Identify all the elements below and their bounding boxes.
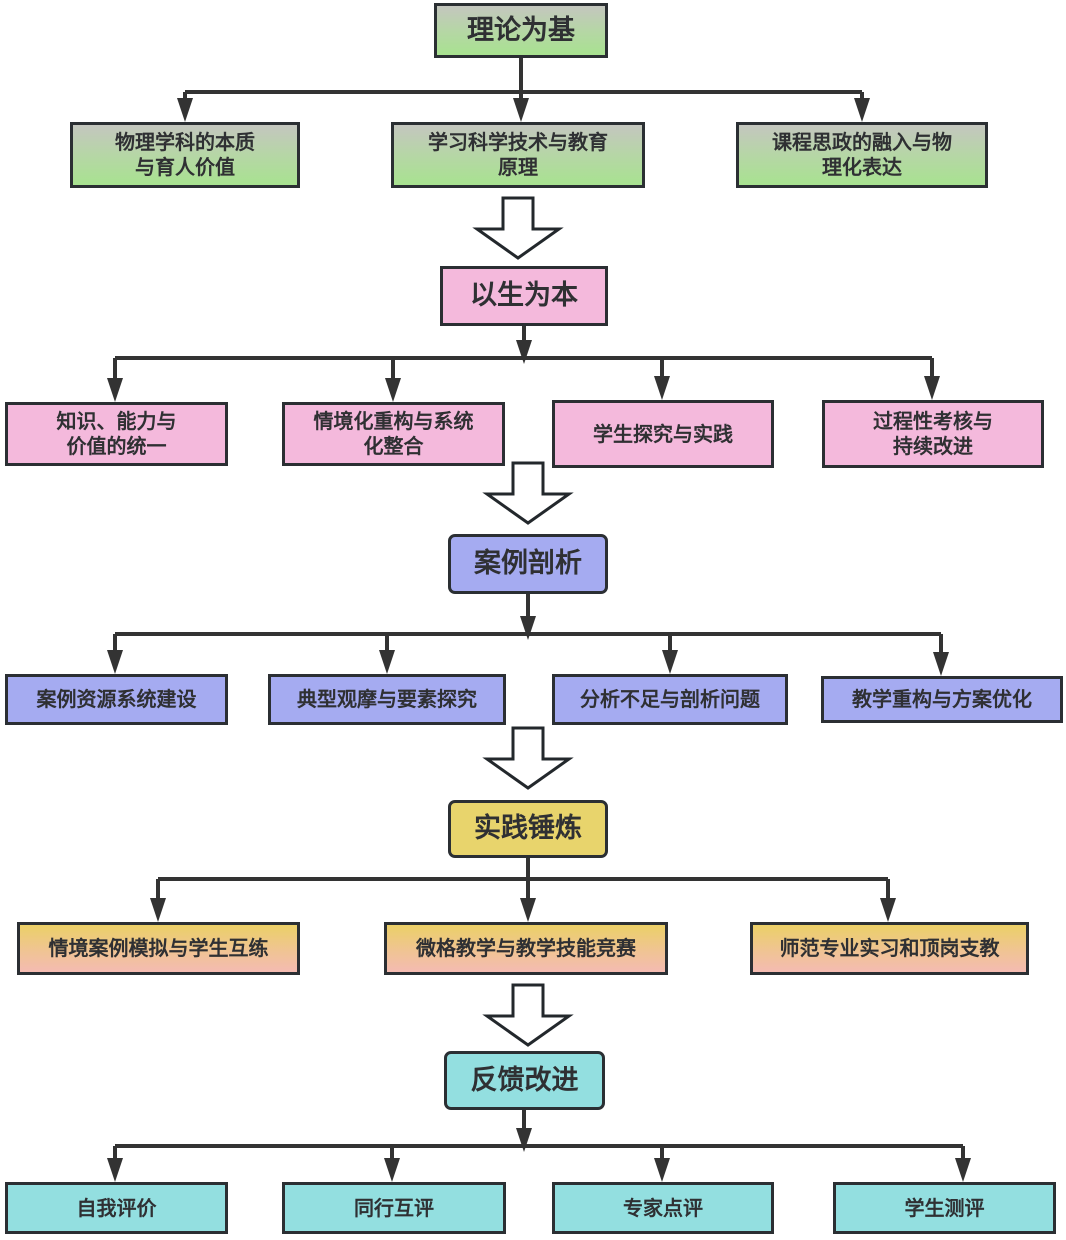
theory-child-arrowhead: [513, 98, 529, 122]
feedback-child-peer[interactable]: 同行互评: [282, 1182, 506, 1234]
case-child-observation[interactable]: 典型观摩与要素探究: [268, 674, 506, 725]
theory-child-ideological-education[interactable]: 课程思政的融入与物 理化表达: [736, 122, 988, 188]
case-child-analysis[interactable]: 分析不足与剖析问题: [552, 674, 788, 725]
theory-child-subject-nature[interactable]: 物理学科的本质 与育人价值: [70, 122, 300, 188]
node-text-line: 学生探究与实践: [593, 421, 733, 446]
node-text: 同行互评: [354, 1195, 434, 1220]
node-text: 情境案例模拟与学生互练: [48, 936, 269, 960]
node-text-line: 物理学科的本质: [115, 130, 255, 154]
transition-arrow-icon: [482, 461, 574, 525]
feedback-child-self[interactable]: 自我评价: [5, 1182, 228, 1234]
node-text: 自我评价: [76, 1195, 157, 1220]
student-child-arrowhead: [924, 376, 940, 400]
node-text-line: 知识、能力与: [56, 409, 177, 433]
stage-student-node[interactable]: 以生为本: [440, 266, 608, 326]
node-text-line: 理化表达: [822, 155, 902, 179]
stage-feedback-label: 反馈改进: [470, 1064, 579, 1096]
feedback-child-student[interactable]: 学生测评: [833, 1182, 1056, 1234]
theory-child-arrowhead: [854, 98, 870, 122]
node-text: 案例资源系统建设: [36, 687, 197, 711]
feedback-parent-arrowhead: [516, 1128, 532, 1152]
practice-child-microteaching[interactable]: 微格教学与教学技能竞赛: [384, 922, 668, 975]
node-text-line: 价值的统一: [66, 434, 167, 458]
stage-case-label: 案例剖析: [474, 548, 582, 580]
feedback-child-arrowhead: [384, 1158, 400, 1182]
stage-student-label: 以生为本: [470, 280, 578, 312]
node-text: 教学重构与方案优化: [852, 687, 1032, 711]
feedback-child-arrowhead: [955, 1158, 971, 1182]
node-text-line: 持续改进: [893, 434, 973, 458]
case-child-arrowhead: [662, 650, 678, 674]
stage-theory-label: 理论为基: [467, 14, 575, 46]
stage-practice-label: 实践锤炼: [474, 813, 582, 845]
node-text-line: 原理: [498, 155, 538, 179]
feedback-child-arrowhead: [654, 1158, 670, 1182]
practice-child-simulation[interactable]: 情境案例模拟与学生互练: [17, 922, 300, 975]
node-text-line: 学习科学技术与教育: [428, 130, 608, 154]
node-text-line: 与育人价值: [135, 155, 235, 179]
transition-arrow-icon: [472, 196, 564, 260]
transition-arrow-icon: [482, 726, 574, 790]
stage-feedback-node[interactable]: 反馈改进: [444, 1051, 605, 1110]
transition-arrow-icon: [482, 983, 574, 1047]
node-text: 师范专业实习和顶岗支教: [779, 936, 1000, 960]
case-child-reconstruction[interactable]: 教学重构与方案优化: [821, 676, 1063, 723]
node-text: 典型观摩与要素探究: [297, 687, 477, 711]
case-child-arrowhead: [379, 650, 395, 674]
node-text-line: 化整合: [363, 434, 424, 458]
node-text: 微格教学与教学技能竞赛: [416, 936, 636, 960]
node-text: 专家点评: [623, 1195, 703, 1220]
stage-practice-node[interactable]: 实践锤炼: [448, 800, 608, 858]
case-child-resources[interactable]: 案例资源系统建设: [5, 674, 228, 725]
student-parent-arrowhead: [516, 340, 532, 364]
practice-child-arrowhead: [880, 898, 896, 922]
case-child-arrowhead: [933, 652, 949, 676]
node-text-line: 过程性考核与: [873, 409, 993, 433]
node-text-line: 课程思政的融入与物: [772, 130, 952, 154]
student-child-assessment[interactable]: 过程性考核与 持续改进: [822, 400, 1044, 468]
node-text: 学生测评: [904, 1195, 985, 1220]
theory-child-learning-science[interactable]: 学习科学技术与教育 原理: [391, 122, 645, 188]
student-child-arrowhead: [107, 378, 123, 402]
student-child-inquiry[interactable]: 学生探究与实践: [552, 400, 774, 468]
student-child-restructuring[interactable]: 情境化重构与系统 化整合: [282, 402, 505, 466]
stage-theory-node[interactable]: 理论为基: [434, 3, 608, 58]
practice-child-internship[interactable]: 师范专业实习和顶岗支教: [750, 922, 1029, 975]
student-child-arrowhead: [385, 378, 401, 402]
feedback-child-arrowhead: [107, 1158, 123, 1182]
practice-child-arrowhead: [520, 898, 536, 922]
student-child-arrowhead: [654, 376, 670, 400]
node-text: 分析不足与剖析问题: [580, 687, 760, 711]
practice-child-arrowhead: [150, 898, 166, 922]
case-child-arrowhead: [107, 650, 123, 674]
stage-case-node[interactable]: 案例剖析: [448, 534, 608, 594]
case-parent-arrowhead: [520, 616, 536, 640]
theory-child-arrowhead: [177, 98, 193, 122]
node-text-line: 情境化重构与系统: [313, 409, 474, 433]
feedback-child-expert[interactable]: 专家点评: [552, 1182, 774, 1234]
student-child-unity[interactable]: 知识、能力与 价值的统一: [5, 402, 228, 466]
